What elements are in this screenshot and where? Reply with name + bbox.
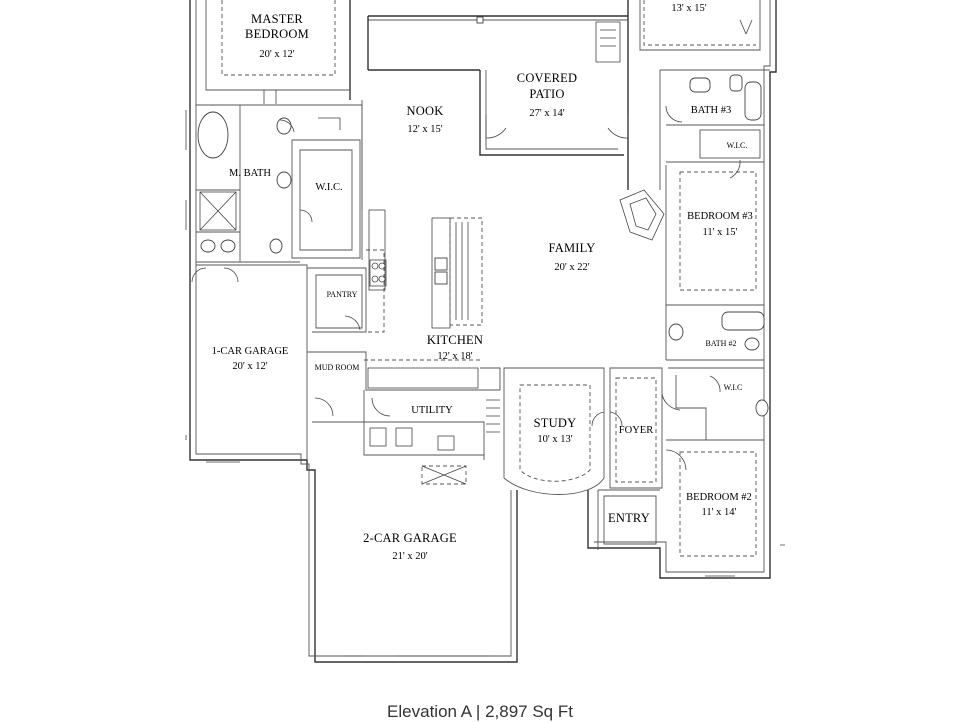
bedroom3-label: BEDROOM #3 (687, 211, 753, 222)
wic-right-label: W.I.C. (727, 141, 748, 150)
wic-master-label: W.I.C. (315, 182, 342, 193)
master-bedroom-label-line2: BEDROOM (245, 27, 309, 41)
elevation-label: Elevation A (387, 702, 472, 721)
wic-small-label: W.I.C (724, 383, 743, 392)
entry-label: ENTRY (608, 511, 650, 525)
m-bath-label: M. BATH (229, 168, 271, 179)
kitchen-label: KITCHEN (427, 333, 483, 347)
covered-patio-label-line1: COVERED (517, 71, 577, 85)
bedroom3-dims: 11' x 15' (703, 227, 738, 238)
exterior-walls (189, 0, 777, 663)
nook-dims: 12' x 15' (407, 124, 442, 135)
pantry-label: PANTRY (327, 290, 358, 299)
foyer-label: FOYER (619, 425, 653, 436)
one-car-garage-label: 1-CAR GARAGE (212, 346, 289, 357)
nook-label: NOOK (407, 104, 444, 118)
interior-walls (185, 0, 785, 657)
one-car-garage-dims: 20' x 12' (232, 361, 267, 372)
bath2-label: BATH #2 (706, 339, 737, 348)
utility-label: UTILITY (411, 405, 453, 416)
master-bedroom-dims: 20' x 12' (259, 49, 294, 60)
two-car-garage-dims: 21' x 20' (392, 551, 427, 562)
bath3-label: BATH #3 (691, 105, 732, 116)
plan-caption: Elevation A | 2,897 Sq Ft (0, 702, 960, 722)
covered-patio-dims: 27' x 14' (529, 108, 564, 119)
study-label: STUDY (534, 416, 577, 430)
study-dims: 10' x 13' (537, 434, 572, 445)
caption-separator: | (475, 702, 481, 721)
bedroom2-label: BEDROOM #2 (686, 492, 752, 503)
family-label: FAMILY (549, 241, 596, 255)
kitchen-dims: 12' x 18' (437, 351, 472, 362)
covered-patio-label-line2: PATIO (529, 87, 564, 101)
floor-plan: MASTER BEDROOM 20' x 12' 13' x 15' NOOK … (185, 0, 785, 663)
bedroom4-dims: 13' x 15' (671, 3, 706, 14)
two-car-garage-label: 2-CAR GARAGE (363, 531, 457, 545)
mud-room-label: MUD ROOM (315, 363, 360, 372)
family-dims: 20' x 22' (554, 262, 589, 273)
room-labels: MASTER BEDROOM 20' x 12' 13' x 15' NOOK … (212, 3, 753, 562)
square-footage: 2,897 Sq Ft (485, 702, 573, 721)
bedroom2-dims: 11' x 14' (702, 507, 737, 518)
master-bedroom-label-line1: MASTER (251, 12, 303, 26)
